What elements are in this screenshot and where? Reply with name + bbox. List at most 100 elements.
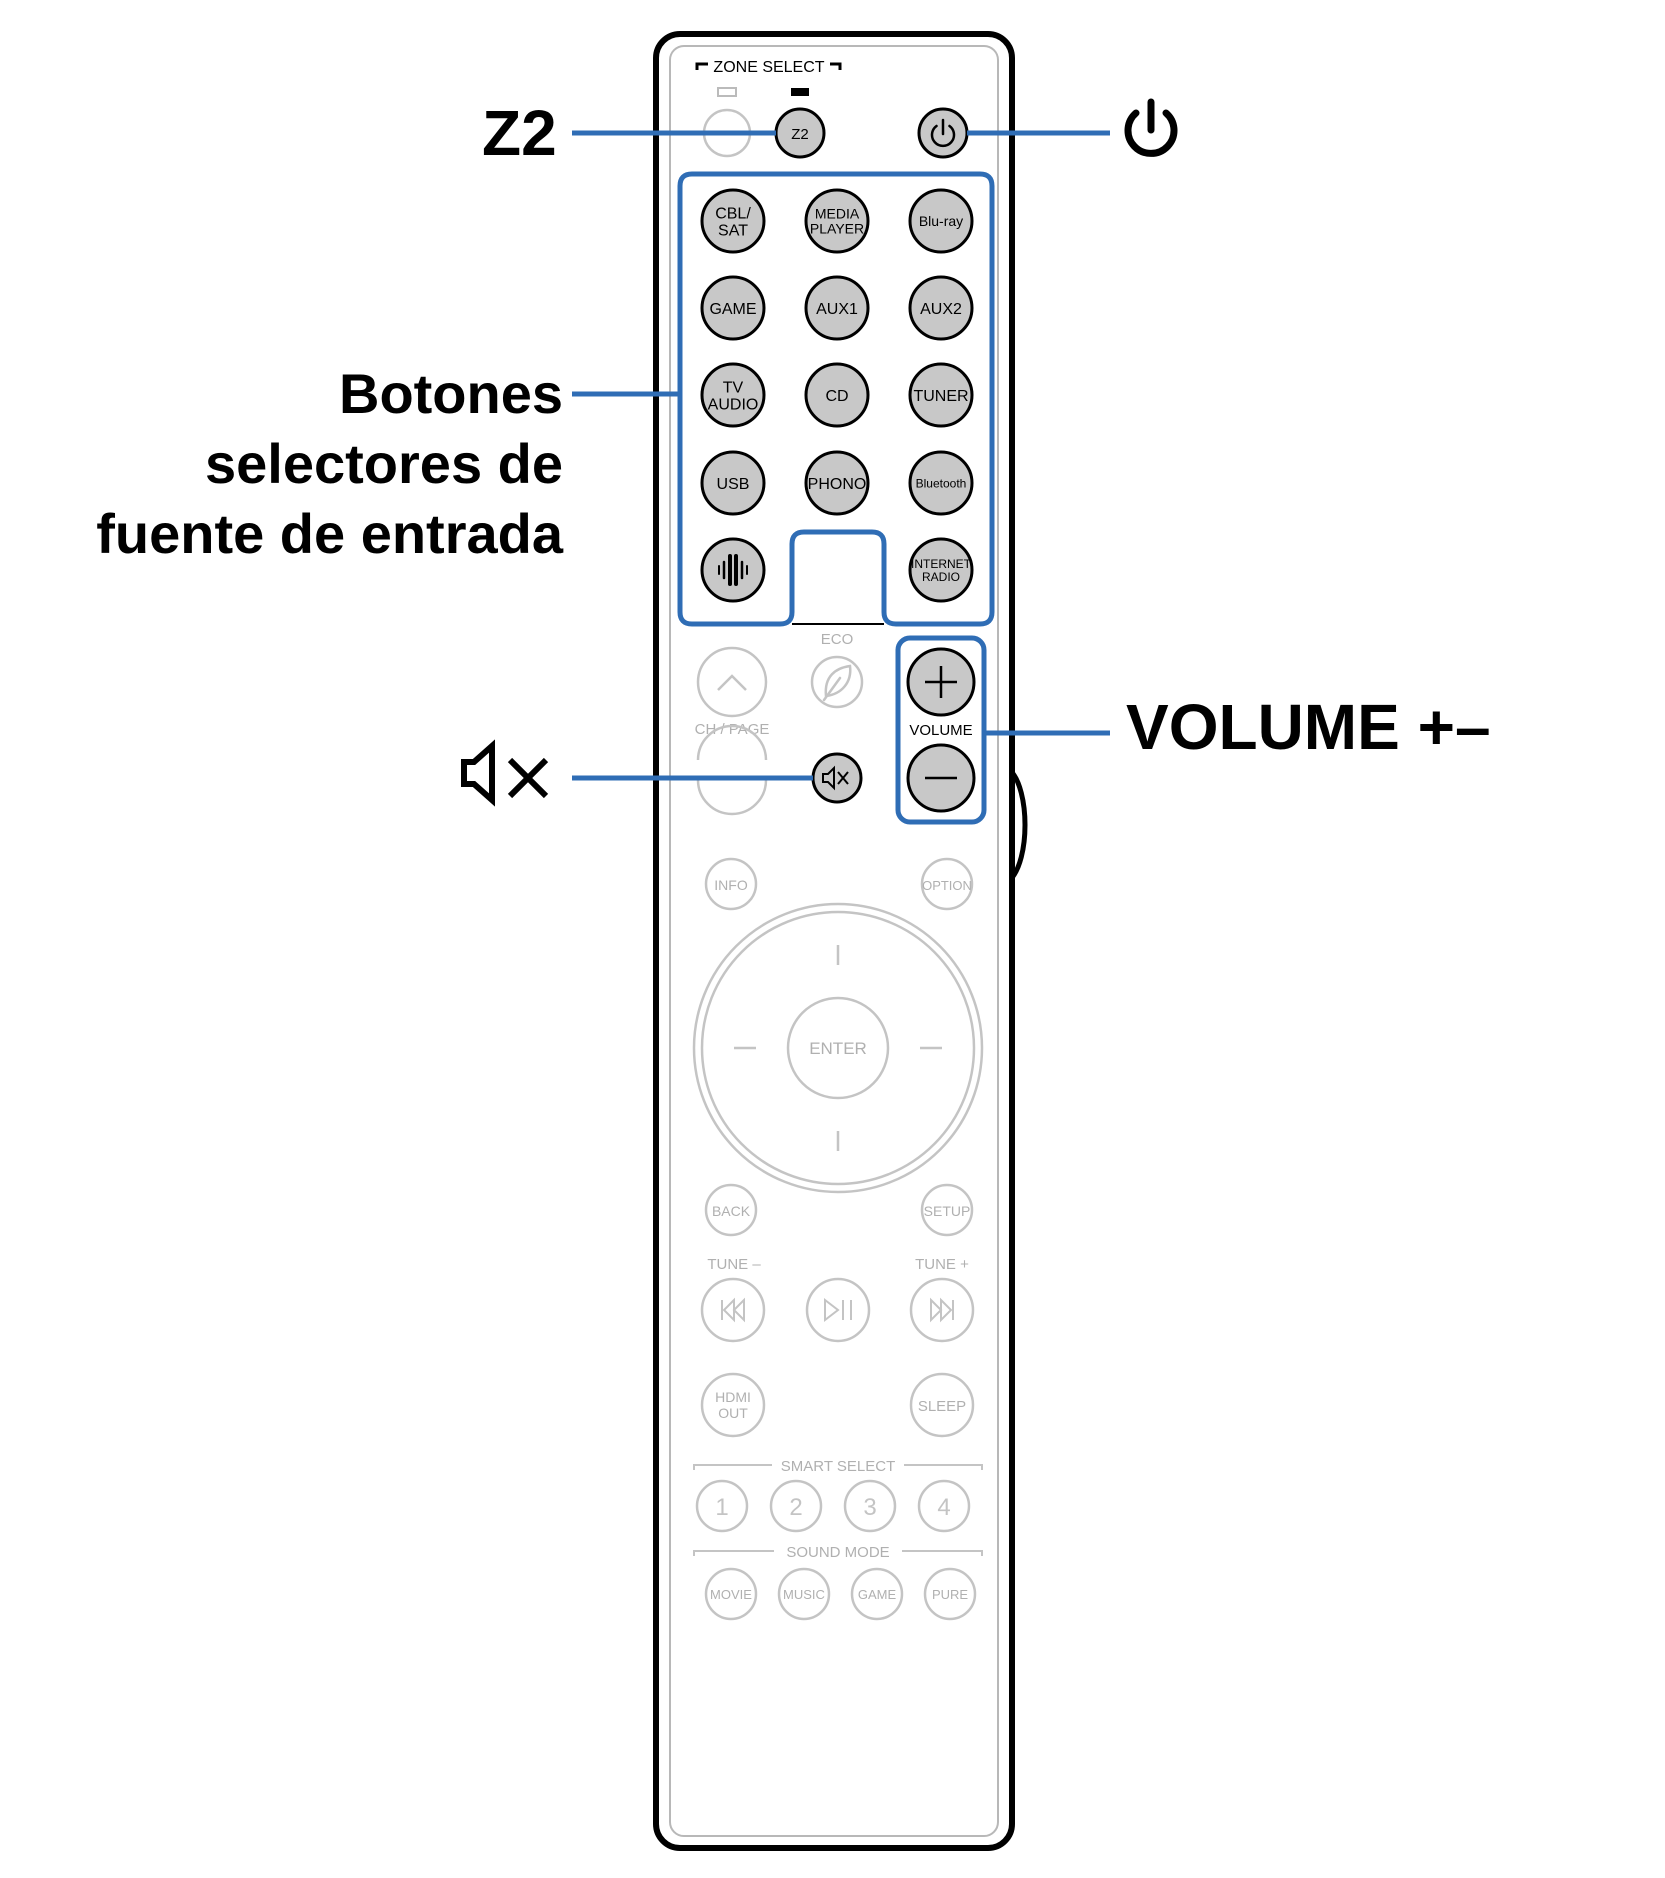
source-button-phono[interactable] [804,450,870,516]
option-label: OPTION [922,878,972,893]
source-button-label: GAME [709,301,756,318]
source-button-label: RADIO [922,570,960,584]
source-button-label: Bluetooth [916,476,967,490]
source-button-label: AUX1 [816,301,858,318]
option-button[interactable] [920,857,974,911]
sound-mode-buttons: MOVIE MUSIC GAME PURE [704,1567,977,1621]
input-selector-highlight [677,171,995,627]
source-button-label: CD [825,388,848,405]
enter-label: ENTER [809,1039,867,1058]
source-button-label: AUDIO [708,396,759,413]
sound-mode-button-music[interactable] [777,1567,831,1621]
heos-icon [718,554,748,586]
volume-highlight [895,635,987,825]
tune-minus-label: TUNE – [707,1256,761,1273]
remote-inner-bezel [669,45,999,1837]
zone2-indicator [791,88,809,96]
channel-page-up-button[interactable] [696,646,768,718]
source-button-blu-ray[interactable] [908,188,974,254]
setup-label: SETUP [924,1203,971,1219]
skip-forward-icon [930,1297,954,1323]
smart-select-number: 1 [715,1494,728,1521]
smart-select-number: 2 [789,1494,802,1521]
source-button-cd[interactable] [804,362,870,428]
source-button-game[interactable] [700,275,766,341]
eco-label: ECO [821,631,854,648]
sound-mode-button-movie[interactable] [704,1567,758,1621]
smart-select-number: 4 [937,1494,950,1521]
source-button-cbl-sat[interactable] [700,188,766,254]
leaf-icon [822,664,852,702]
source-button-internet-radio[interactable] [908,537,974,603]
chevron-up-icon [717,674,747,691]
tune-plus-label: TUNE + [915,1256,969,1273]
callout-input-selectors-3: fuente de entrada [96,502,563,565]
info-button[interactable] [704,857,758,911]
sound-mode-button-game[interactable] [850,1567,904,1621]
mute-button[interactable] [811,752,863,804]
heos-button[interactable] [700,537,766,603]
hdmi-out-label-line1: HDMI [715,1389,751,1405]
z2-button-label: Z2 [791,126,809,143]
smart-select-button-3[interactable] [843,1479,897,1533]
zone-select-label: ZONE SELECT [713,59,824,76]
source-button-label: TUNER [913,388,968,405]
sleep-button[interactable] [909,1372,975,1438]
source-button-label: CBL/ [715,205,751,222]
source-button-label: Blu-ray [919,213,963,229]
source-button-tv-audio[interactable] [700,362,766,428]
smart-select-button-4[interactable] [917,1479,971,1533]
hdmi-out-label-line2: OUT [718,1405,748,1421]
smart-select-number: 3 [863,1494,876,1521]
hdmi-out-button[interactable] [700,1372,766,1438]
volume-label: VOLUME [909,722,972,739]
channel-page-down-button[interactable] [696,724,768,816]
smart-select-button-2[interactable] [769,1479,823,1533]
skip-back-icon [721,1297,745,1323]
source-button-usb[interactable] [700,450,766,516]
sound-mode-label-pure: PURE [932,1587,968,1602]
source-button-label: INTERNET [911,557,972,571]
power-callout-icon [1124,98,1178,157]
back-label: BACK [712,1203,751,1219]
power-icon [930,118,956,148]
source-button-label: PLAYER [810,221,864,237]
callout-input-selectors-2: selectores de [205,432,563,495]
setup-button[interactable] [920,1183,974,1237]
sound-mode-label-music: MUSIC [783,1587,825,1602]
source-button-aux1[interactable] [804,275,870,341]
source-button-label: AUX2 [920,301,962,318]
sleep-label: SLEEP [918,1398,966,1415]
sound-mode-label: SOUND MODE [786,1544,889,1561]
source-button-label: TV [723,379,744,396]
source-button-bluetooth[interactable] [908,450,974,516]
callout-input-selectors-1: Botones [339,362,563,425]
smart-select-buttons: 1 2 3 4 [695,1479,971,1533]
info-label: INFO [714,877,748,893]
source-button-label: MEDIA [815,206,860,222]
back-button[interactable] [704,1183,758,1237]
enter-button[interactable] [786,996,890,1100]
source-button-tuner[interactable] [908,362,974,428]
source-button-label: USB [717,476,750,493]
smart-select-label: SMART SELECT [781,1458,895,1475]
source-button-aux2[interactable] [908,275,974,341]
callout-volume: VOLUME +– [1126,691,1491,763]
ch-page-label: CH / PAGE [695,721,770,738]
mute-icon [822,765,849,791]
source-button-media-player[interactable] [804,188,870,254]
play-pause-icon [824,1297,852,1323]
source-button-label: PHONO [808,476,867,493]
plus-icon [925,666,957,698]
zone-main-indicator [717,87,737,97]
sound-mode-button-pure[interactable] [923,1567,977,1621]
smart-select-button-1[interactable] [695,1479,749,1533]
sound-mode-label-movie: MOVIE [710,1587,752,1602]
mute-callout-icon [461,739,549,807]
callout-z2: Z2 [482,97,557,169]
source-button-label: SAT [718,222,748,239]
sound-mode-label-game: GAME [858,1587,897,1602]
